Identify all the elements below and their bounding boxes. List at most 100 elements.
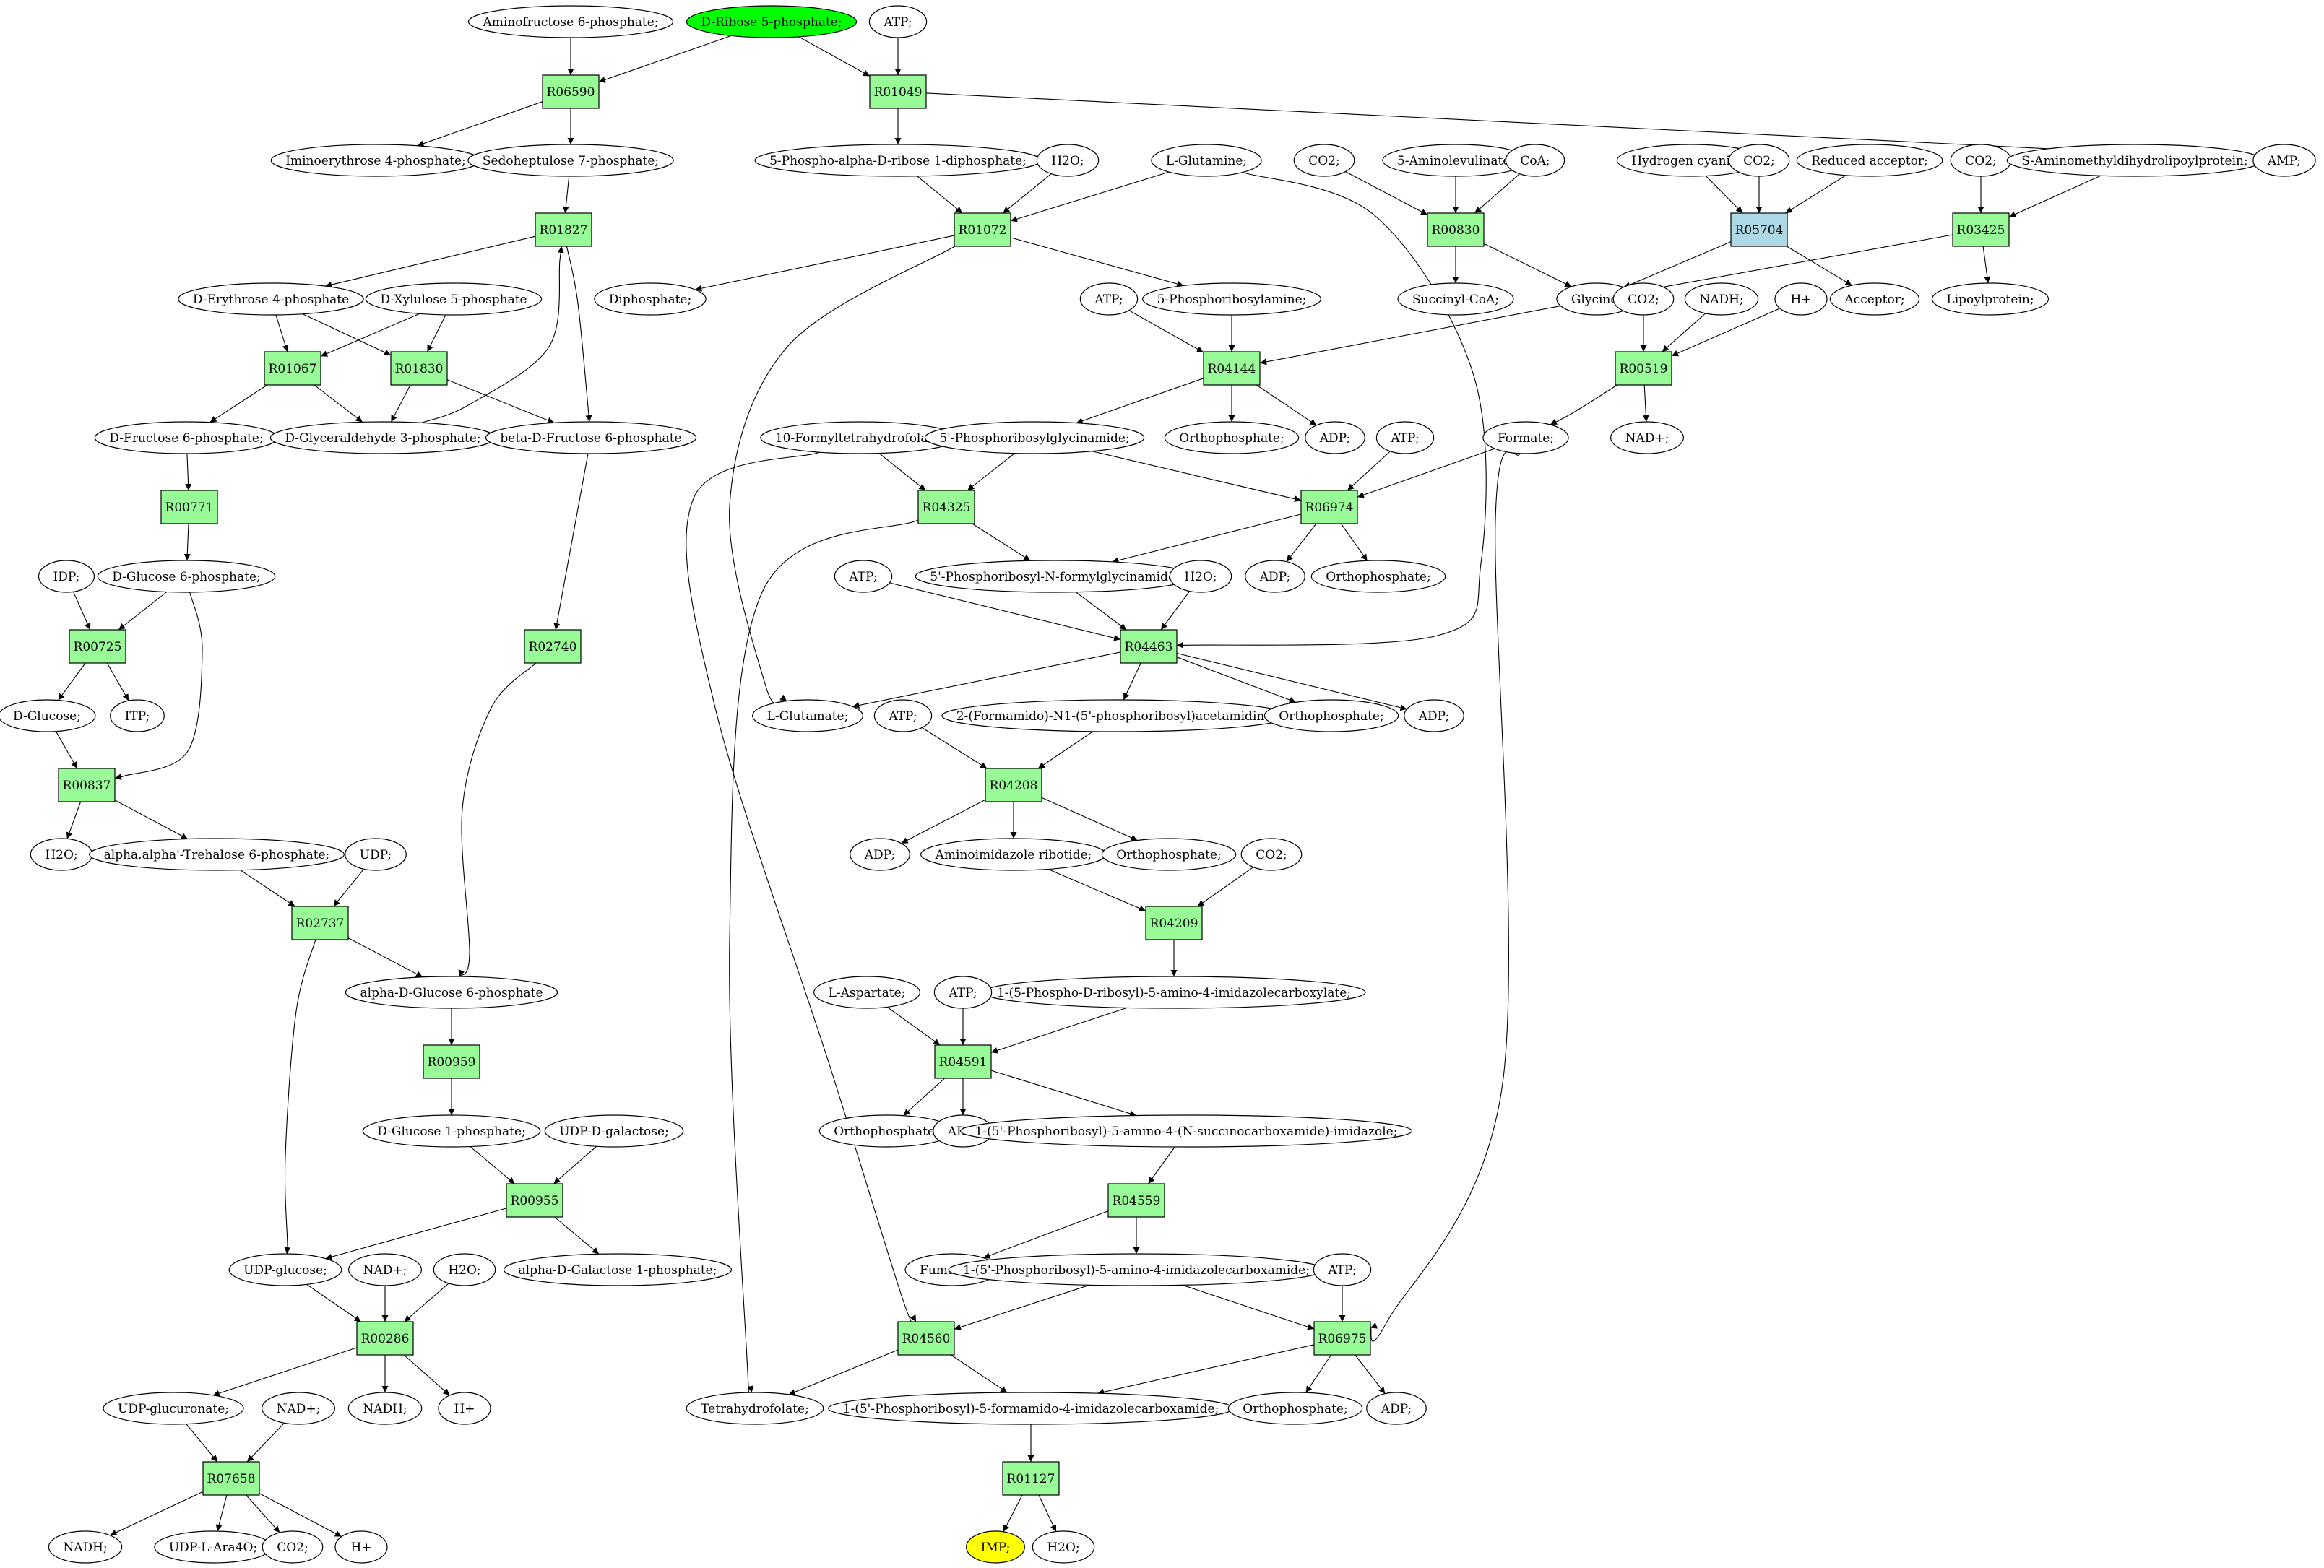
compound-node-trehalose6p[interactable]: alpha,alpha'-Trehalose 6-phosphate; bbox=[89, 838, 345, 871]
compound-node-fgar[interactable]: 5'-Phosphoribosyl-N-formylglycinamide; bbox=[915, 560, 1195, 593]
compound-node-coa[interactable]: CoA; bbox=[1505, 144, 1565, 177]
reaction-node-r04144[interactable]: R04144 bbox=[1203, 351, 1261, 386]
reaction-node-r04559[interactable]: R04559 bbox=[1107, 1183, 1165, 1218]
compound-node-hplus_286[interactable]: H+ bbox=[438, 1392, 491, 1425]
compound-node-h2o_4463[interactable]: H2O; bbox=[1169, 560, 1232, 593]
compound-node-fructose6p[interactable]: D-Fructose 6-phosphate; bbox=[94, 421, 279, 454]
compound-node-adp_4208[interactable]: ADP; bbox=[850, 838, 910, 871]
reaction-node-r06590[interactable]: R06590 bbox=[542, 74, 600, 109]
reaction-node-r00837[interactable]: R00837 bbox=[58, 768, 116, 802]
compound-node-lipoylprotein[interactable]: Lipoylprotein; bbox=[1931, 282, 2049, 316]
compound-node-co2_7658[interactable]: CO2; bbox=[262, 1530, 324, 1564]
compound-node-nadplus_286[interactable]: NAD+; bbox=[348, 1253, 422, 1286]
compound-node-nadh_286[interactable]: NADH; bbox=[347, 1392, 423, 1425]
compound-node-iminoerythrose4p[interactable]: Iminoerythrose 4-phosphate; bbox=[270, 144, 481, 177]
compound-node-prpp[interactable]: 5-Phospho-alpha-D-ribose 1-diphosphate; bbox=[754, 144, 1042, 177]
compound-node-air[interactable]: Aminoimidazole ribotide; bbox=[920, 838, 1107, 871]
compound-node-nadh_519[interactable]: NADH; bbox=[1684, 282, 1759, 316]
reaction-node-r04591[interactable]: R04591 bbox=[934, 1044, 992, 1079]
reaction-node-r00830[interactable]: R00830 bbox=[1427, 212, 1485, 247]
reaction-node-r00771[interactable]: R00771 bbox=[160, 490, 218, 524]
reaction-node-r00959[interactable]: R00959 bbox=[423, 1044, 480, 1079]
compound-node-h2o_837[interactable]: H2O; bbox=[30, 838, 93, 871]
compound-node-udpglucose[interactable]: UDP-glucose; bbox=[228, 1253, 342, 1286]
compound-node-thf[interactable]: Tetrahydrofolate; bbox=[686, 1392, 824, 1425]
compound-node-atp_4144[interactable]: ATP; bbox=[1079, 282, 1139, 316]
compound-node-aicar[interactable]: 1-(5'-Phosphoribosyl)-5-amino-4-imidazol… bbox=[948, 1253, 1325, 1286]
compound-node-sedoheptulose7p[interactable]: Sedoheptulose 7-phosphate; bbox=[467, 144, 674, 177]
compound-node-h2o_1127[interactable]: H2O; bbox=[1032, 1530, 1095, 1564]
reaction-node-r01067[interactable]: R01067 bbox=[264, 351, 321, 386]
compound-node-hplus_7658[interactable]: H+ bbox=[334, 1530, 388, 1564]
compound-node-saicar[interactable]: 1-(5'-Phosphoribosyl)-5-amino-4-(N-succi… bbox=[959, 1114, 1413, 1148]
compound-node-udpara4o[interactable]: UDP-L-Ara4O; bbox=[154, 1530, 272, 1564]
compound-node-sam_lipoyl[interactable]: S-Aminomethyldihydrolipoylprotein; bbox=[2006, 144, 2263, 177]
compound-node-ga3p[interactable]: D-Glyceraldehyde 3-phosphate; bbox=[269, 421, 496, 454]
compound-node-nadplus_519[interactable]: NAD+; bbox=[1610, 421, 1684, 454]
compound-node-itp[interactable]: ITP; bbox=[110, 699, 165, 732]
compound-node-idp[interactable]: IDP; bbox=[38, 560, 95, 593]
compound-node-glutamine[interactable]: L-Glutamine; bbox=[1151, 144, 1262, 177]
compound-node-ophos_6975[interactable]: Orthophosphate; bbox=[1227, 1392, 1363, 1425]
compound-node-formylthf[interactable]: 10-Formyltetrahydrofolate; bbox=[760, 421, 959, 454]
reaction-node-r00286[interactable]: R00286 bbox=[356, 1321, 414, 1356]
compound-node-aglucose6p[interactable]: alpha-D-Glucose 6-phosphate bbox=[345, 976, 558, 1009]
compound-node-glucose1p[interactable]: D-Glucose 1-phosphate; bbox=[362, 1114, 541, 1148]
compound-node-udp[interactable]: UDP; bbox=[345, 838, 407, 871]
reaction-node-r00955[interactable]: R00955 bbox=[506, 1183, 563, 1218]
compound-node-adp_4144[interactable]: ADP; bbox=[1305, 421, 1365, 454]
compound-node-atp_6975[interactable]: ATP; bbox=[1313, 1253, 1372, 1286]
reaction-node-r01072[interactable]: R01072 bbox=[954, 212, 1011, 247]
compound-node-nadplus_7658[interactable]: NAD+; bbox=[262, 1392, 335, 1425]
reaction-node-r04208[interactable]: R04208 bbox=[985, 768, 1042, 802]
compound-node-hcn[interactable]: Hydrogen cyanide; bbox=[1616, 144, 1765, 177]
reaction-node-r01830[interactable]: R01830 bbox=[390, 351, 448, 386]
compound-node-xylulose5p[interactable]: D-Xylulose 5-phosphate bbox=[365, 282, 543, 316]
compound-node-atp_6974[interactable]: ATP; bbox=[1375, 421, 1435, 454]
compound-node-adp_6975[interactable]: ADP; bbox=[1366, 1392, 1427, 1425]
compound-node-imp[interactable]: IMP; bbox=[966, 1530, 1025, 1564]
compound-node-atp_4208[interactable]: ATP; bbox=[873, 699, 933, 732]
compound-node-udpglucuronate[interactable]: UDP-glucuronate; bbox=[103, 1392, 244, 1425]
reaction-node-r01127[interactable]: R01127 bbox=[1002, 1461, 1060, 1496]
compound-node-atp_top[interactable]: ATP; bbox=[868, 5, 928, 38]
compound-node-adp_4463[interactable]: ADP; bbox=[1404, 699, 1464, 732]
compound-node-succinylcoa[interactable]: Succinyl-CoA; bbox=[1397, 282, 1514, 316]
reaction-node-r03425[interactable]: R03425 bbox=[1952, 212, 2010, 247]
compound-node-faicar[interactable]: 1-(5'-Phosphoribosyl)-5-formamido-4-imid… bbox=[828, 1392, 1234, 1425]
compound-node-nadh_7658[interactable]: NADH; bbox=[48, 1530, 123, 1564]
compound-node-bfructose6p[interactable]: beta-D-Fructose 6-phosphate bbox=[485, 421, 697, 454]
compound-node-diphosphate[interactable]: Diphosphate; bbox=[594, 282, 707, 316]
compound-node-udpgalactose[interactable]: UDP-D-galactose; bbox=[544, 1114, 684, 1148]
compound-node-adp_6974[interactable]: ADP; bbox=[1245, 560, 1305, 593]
compound-node-co2_519[interactable]: CO2; bbox=[1612, 282, 1675, 316]
compound-node-h2o_286[interactable]: H2O; bbox=[433, 1253, 496, 1286]
compound-node-pra[interactable]: 5-Phosphoribosylamine; bbox=[1141, 282, 1322, 316]
compound-node-glucose6p[interactable]: D-Glucose 6-phosphate; bbox=[97, 560, 276, 593]
reaction-node-r04560[interactable]: R04560 bbox=[897, 1321, 955, 1356]
compound-node-ribose5p[interactable]: D-Ribose 5-phosphate; bbox=[686, 5, 858, 38]
reaction-node-r07658[interactable]: R07658 bbox=[202, 1461, 260, 1496]
compound-node-erythrose4p[interactable]: D-Erythrose 4-phosphate bbox=[178, 282, 364, 316]
compound-node-aminofructose6p[interactable]: Aminofructose 6-phosphate; bbox=[467, 5, 674, 38]
compound-node-co2_830[interactable]: CO2; bbox=[1293, 144, 1355, 177]
compound-node-co2_4209[interactable]: CO2; bbox=[1240, 838, 1303, 871]
reaction-node-r04209[interactable]: R04209 bbox=[1145, 906, 1203, 940]
compound-node-acceptor[interactable]: Acceptor; bbox=[1829, 282, 1920, 316]
compound-node-cair[interactable]: 1-(5-Phospho-D-ribosyl)-5-amino-4-imidaz… bbox=[982, 976, 1366, 1009]
compound-node-galactose1p[interactable]: alpha-D-Galactose 1-phosphate; bbox=[503, 1253, 733, 1286]
compound-node-ophos_6974[interactable]: Orthophosphate; bbox=[1310, 560, 1446, 593]
compound-node-h2o_1072[interactable]: H2O; bbox=[1036, 144, 1100, 177]
compound-node-aminolevulinate[interactable]: 5-Aminolevulinate; bbox=[1382, 144, 1529, 177]
compound-node-co2_5704[interactable]: CO2; bbox=[1728, 144, 1790, 177]
compound-node-reduced_acceptor[interactable]: Reduced acceptor; bbox=[1796, 144, 1943, 177]
reaction-node-r05704[interactable]: R05704 bbox=[1730, 212, 1788, 247]
compound-node-ophos_4463[interactable]: Orthophosphate; bbox=[1263, 699, 1399, 732]
reaction-node-r06974[interactable]: R06974 bbox=[1300, 490, 1358, 524]
reaction-node-r06975[interactable]: R06975 bbox=[1313, 1321, 1371, 1356]
compound-node-lglutamate[interactable]: L-Glutamate; bbox=[751, 699, 864, 732]
compound-node-gar[interactable]: 5'-Phosphoribosylglycinamide; bbox=[924, 421, 1145, 454]
compound-node-fgam[interactable]: 2-(Formamido)-N1-(5'-phosphoribosyl)acet… bbox=[941, 699, 1291, 732]
reaction-node-r00725[interactable]: R00725 bbox=[69, 629, 126, 664]
reaction-node-r02740[interactable]: R02740 bbox=[524, 629, 582, 664]
